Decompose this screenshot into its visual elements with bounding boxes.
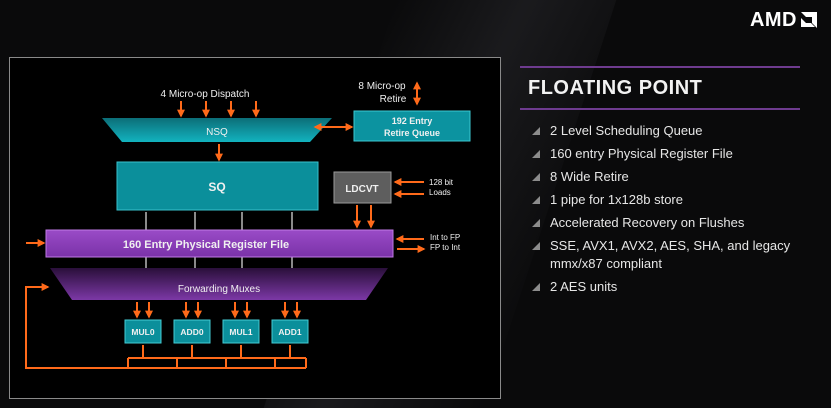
title-rule-top — [520, 66, 800, 68]
title-rule-bottom — [520, 108, 800, 110]
list-item: 8 Wide Retire — [520, 168, 810, 186]
list-item: 1 pipe for 1x128b store — [520, 191, 810, 209]
bullet-text: 1 pipe for 1x128b store — [550, 192, 683, 207]
bullet-text: 8 Wide Retire — [550, 169, 629, 184]
loads-label-line1: 128 bit — [429, 178, 454, 187]
forwarding-muxes-block: Forwarding Muxes — [50, 268, 388, 300]
bullet-arrow-icon — [532, 283, 540, 291]
feedback-loop — [25, 239, 307, 369]
panel-title: FLOATING POINT — [528, 77, 703, 99]
retire-label-line2: Retire — [380, 94, 407, 105]
loads-label-line2: Loads — [429, 188, 451, 197]
mux-to-unit-arrows — [133, 302, 301, 319]
amd-logo: AMD — [750, 9, 819, 31]
bullet-arrow-icon — [532, 150, 540, 158]
unit-add0: ADD0 — [173, 319, 211, 344]
ldcvt-to-prf-arrows — [353, 205, 375, 229]
ldcvt-block: LDCVT — [333, 171, 392, 204]
retire-queue-line1: 192 Entry — [392, 116, 433, 126]
unit-add1: ADD1 — [271, 319, 309, 344]
unit-output-lines — [128, 345, 306, 359]
list-item: 2 Level Scheduling Queue — [520, 122, 810, 140]
int-to-fp-label: Int to FP — [430, 233, 460, 242]
bullet-text: 2 AES units — [550, 279, 618, 294]
unit-add1-label: ADD1 — [278, 327, 301, 337]
retire-queue-line2: Retire Queue — [384, 128, 440, 138]
bullet-arrow-icon — [532, 219, 540, 227]
nsq-block: NSQ — [102, 118, 332, 142]
bullet-arrow-icon — [532, 196, 540, 204]
prf-block: 160 Entry Physical Register File — [45, 229, 394, 258]
retire-label-line1: 8 Micro-op — [358, 81, 406, 92]
list-item: Accelerated Recovery on Flushes — [520, 214, 810, 232]
unit-mul1: MUL1 — [222, 319, 260, 344]
nsq-label: NSQ — [206, 127, 228, 138]
logo-text: AMD — [749, 8, 797, 31]
fp-to-int-label: FP to Int — [430, 243, 461, 252]
list-item: 160 entry Physical Register File — [520, 145, 810, 163]
prf-label: 160 Entry Physical Register File — [123, 239, 289, 251]
sq-label: SQ — [208, 180, 225, 194]
unit-mul0-label: MUL0 — [131, 327, 154, 337]
unit-add0-label: ADD0 — [180, 327, 203, 337]
bullet-arrow-icon — [532, 242, 540, 250]
retire-queue-block: 192 Entry Retire Queue — [353, 110, 471, 142]
bullet-text: 160 entry Physical Register File — [550, 146, 733, 161]
feature-list: 2 Level Scheduling Queue 160 entry Physi… — [520, 122, 810, 296]
bullet-arrow-icon — [532, 173, 540, 181]
feature-panel: FLOATING POINT 2 Level Scheduling Queue … — [520, 66, 810, 301]
bullet-arrow-icon — [532, 127, 540, 135]
bullet-text: Accelerated Recovery on Flushes — [550, 215, 745, 230]
bullet-text: SSE, AVX1, AVX2, AES, SHA, and legacy mm… — [550, 238, 791, 271]
amd-arrow-icon — [801, 12, 817, 28]
unit-mul1-label: MUL1 — [229, 327, 252, 337]
loads-arrows — [393, 178, 424, 198]
sq-block: SQ — [116, 161, 319, 211]
ldcvt-label: LDCVT — [345, 184, 378, 195]
forwarding-label: Forwarding Muxes — [178, 284, 260, 295]
dispatch-arrows — [177, 101, 260, 118]
dispatch-label: 4 Micro-op Dispatch — [161, 89, 250, 100]
unit-mul0: MUL0 — [124, 319, 162, 344]
bullet-text: 2 Level Scheduling Queue — [550, 123, 703, 138]
fp-block-diagram: 4 Micro-op Dispatch NSQ 8 Micro-op Retir… — [9, 57, 501, 399]
list-item: 2 AES units — [520, 278, 810, 296]
list-item: SSE, AVX1, AVX2, AES, SHA, and legacy mm… — [520, 237, 810, 273]
